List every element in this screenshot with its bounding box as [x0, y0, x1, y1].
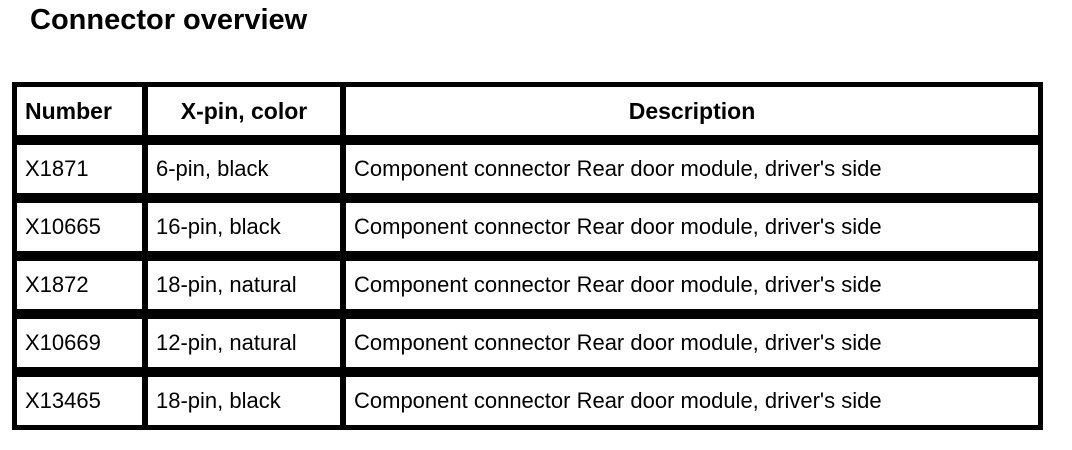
table-row: X1871 6-pin, black Component connector R…	[12, 140, 1043, 198]
cell-number: X1872	[17, 261, 148, 309]
header-pin-color: X-pin, color	[148, 87, 346, 135]
header-number: Number	[17, 87, 148, 135]
cell-pin-color: 16-pin, black	[148, 203, 346, 251]
cell-number: X10665	[17, 203, 148, 251]
cell-number: X13465	[17, 377, 148, 425]
cell-pin-color: 18-pin, black	[148, 377, 346, 425]
cell-pin-color: 18-pin, natural	[148, 261, 346, 309]
cell-number: X10669	[17, 319, 148, 367]
cell-description: Component connector Rear door module, dr…	[354, 156, 882, 181]
cell-description: Component connector Rear door module, dr…	[354, 388, 882, 413]
header-description: Description	[628, 97, 756, 124]
cell-pin-color: 12-pin, natural	[148, 319, 346, 367]
table-row: X10665 16-pin, black Component connector…	[12, 198, 1043, 256]
table-header-row: Number X-pin, color Description	[12, 82, 1043, 140]
table-row: X13465 18-pin, black Component connector…	[12, 372, 1043, 430]
cell-number: X1871	[17, 145, 148, 193]
cell-description: Component connector Rear door module, dr…	[354, 272, 882, 297]
page-title: Connector overview	[30, 4, 308, 36]
cell-description: Component connector Rear door module, dr…	[354, 214, 882, 239]
table-row: X10669 12-pin, natural Component connect…	[12, 314, 1043, 372]
table-row: X1872 18-pin, natural Component connecto…	[12, 256, 1043, 314]
connector-table: Number X-pin, color Description X1871 6-…	[12, 82, 1043, 430]
cell-pin-color: 6-pin, black	[148, 145, 346, 193]
cell-description: Component connector Rear door module, dr…	[354, 330, 882, 355]
